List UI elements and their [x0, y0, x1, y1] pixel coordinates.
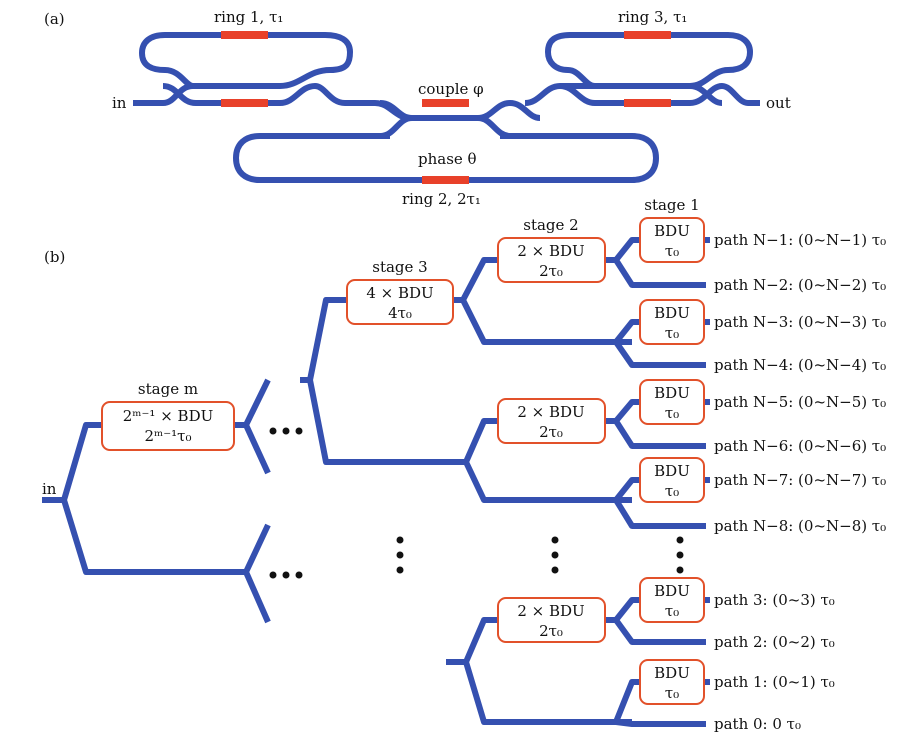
svg-text:BDU: BDU — [654, 582, 690, 600]
svg-text:2 × BDU: 2 × BDU — [517, 602, 584, 620]
panel-b-label: (b) — [44, 248, 65, 266]
svg-text:BDU: BDU — [654, 664, 690, 682]
svg-text:2τ₀: 2τ₀ — [539, 423, 563, 441]
path-label: path N−2: (0~N−2) τ₀ — [714, 276, 886, 294]
stage2-top-line2: 2τ₀ — [539, 262, 563, 280]
path-label: path N−3: (0~N−3) τ₀ — [714, 313, 886, 331]
stage2-fork-lower — [605, 399, 706, 449]
stage-m-line2: 2ᵐ⁻¹τ₀ — [145, 427, 192, 445]
svg-text:BDU: BDU — [654, 462, 690, 480]
path-label: path N−4: (0~N−4) τ₀ — [714, 356, 886, 374]
svg-text:2 × BDU: 2 × BDU — [517, 403, 584, 421]
in-label-b: in — [42, 480, 57, 498]
stage1-box-2: BDU τ₀ — [639, 299, 705, 345]
ellipsis-dots — [269, 427, 684, 579]
stage1-title: stage 1 — [644, 196, 699, 214]
ring3-lower-arm — [524, 83, 760, 106]
stage-m-line1: 2ᵐ⁻¹ × BDU — [123, 407, 213, 425]
stage2-top-line1: 2 × BDU — [517, 242, 584, 260]
path-label: path 1: (0~1) τ₀ — [714, 673, 835, 691]
phase-label: phase θ — [418, 150, 477, 168]
path-label: path N−1: (0~N−1) τ₀ — [714, 231, 886, 249]
svg-text:BDU: BDU — [654, 384, 690, 402]
input-fork — [42, 422, 246, 575]
stage2-fork-top — [605, 237, 706, 288]
stage2-title: stage 2 — [523, 216, 578, 234]
stage1-fork-a — [613, 319, 706, 368]
stage1-box-4: BDU τ₀ — [639, 457, 705, 503]
path-label: path N−7: (0~N−7) τ₀ — [714, 471, 886, 489]
bdu-output-stubs — [704, 237, 710, 685]
path-label: path N−5: (0~N−5) τ₀ — [714, 393, 886, 411]
path-label: path 2: (0~2) τ₀ — [714, 633, 835, 651]
out-label: out — [766, 94, 791, 112]
stage2-box-top: 2 × BDU 2τ₀ — [497, 237, 606, 283]
ring2-label: ring 2, 2τ₁ — [402, 190, 481, 208]
panel-a-label: (a) — [44, 10, 65, 28]
ring-structure-a — [133, 31, 760, 184]
stage-m-fork — [234, 378, 271, 475]
stage1-box-3: BDU τ₀ — [639, 379, 705, 425]
svg-text:BDU: BDU — [654, 222, 690, 240]
path-labels: path N−1: (0~N−1) τ₀ path N−2: (0~N−2) τ… — [714, 231, 886, 733]
ring1-lower-arm — [162, 83, 411, 121]
ring3-label: ring 3, τ₁ — [618, 8, 687, 26]
stage3-title: stage 3 — [372, 258, 427, 276]
svg-text:τ₀: τ₀ — [665, 404, 679, 422]
svg-text:τ₀: τ₀ — [665, 684, 679, 702]
bottom-stage1-fork — [613, 679, 706, 727]
stage2-input-fork-lower — [455, 418, 632, 503]
ring1-label: ring 1, τ₁ — [214, 8, 283, 26]
stage3-output-fork — [453, 257, 632, 345]
path-label: path N−8: (0~N−8) τ₀ — [714, 517, 886, 535]
path-label: path N−6: (0~N−6) τ₀ — [714, 437, 886, 455]
stage1-fork-b — [613, 477, 706, 529]
stage3-input-fork — [300, 297, 455, 465]
stage2-box-bottom: 2 × BDU 2τ₀ — [497, 597, 606, 643]
stage3-line2: 4τ₀ — [388, 304, 412, 322]
couple-upper-arm — [379, 100, 541, 121]
bottom-stage2-fork — [605, 597, 706, 645]
svg-text:BDU: BDU — [654, 304, 690, 322]
ring1-upper-arm — [139, 32, 353, 89]
stage1-box-5: BDU τ₀ — [639, 577, 705, 623]
svg-text:τ₀: τ₀ — [665, 602, 679, 620]
tree-waveguides — [42, 237, 710, 727]
stage-m-box: 2ᵐ⁻¹ × BDU 2ᵐ⁻¹τ₀ — [101, 401, 235, 451]
stage2-box-mid: 2 × BDU 2τ₀ — [497, 398, 606, 444]
couple-label: couple φ — [418, 80, 484, 98]
svg-text:τ₀: τ₀ — [665, 482, 679, 500]
path-label: path 0: 0 τ₀ — [714, 715, 801, 733]
stage3-line1: 4 × BDU — [366, 284, 433, 302]
path-label: path 3: (0~3) τ₀ — [714, 591, 835, 609]
stage1-box-1: BDU τ₀ — [639, 217, 705, 263]
bottom-input-fork — [446, 617, 632, 725]
in-label-a: in — [112, 94, 127, 112]
svg-text:τ₀: τ₀ — [665, 242, 679, 260]
stage3-box: 4 × BDU 4τ₀ — [346, 279, 454, 325]
lower-stage-m-fork — [243, 523, 271, 624]
svg-text:2τ₀: 2τ₀ — [539, 622, 563, 640]
stage-m-title: stage m — [138, 380, 198, 398]
svg-text:τ₀: τ₀ — [665, 324, 679, 342]
stage1-box-6: BDU τ₀ — [639, 659, 705, 705]
